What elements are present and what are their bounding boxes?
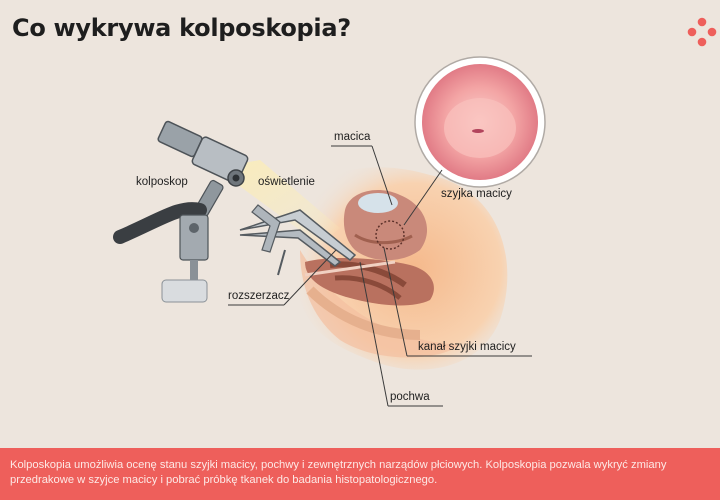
colposcopy-diagram [113,56,546,407]
red-dots-logo-icon [687,17,717,47]
label-pochwa: pochwa [390,391,430,403]
label-kanal-szyjki-macicy: kanał szyjki macicy [418,341,516,353]
pelvic-organs [304,258,434,340]
colposcope [113,120,249,303]
label-macica: macica [334,131,371,143]
label-kolposkop: kolposkop [136,176,188,188]
caption-text: Kolposkopia umożliwia ocenę stanu szyjki… [10,459,667,486]
page-title: Co wykrywa kolposkopia? [12,14,351,42]
label-oswietlenie: oświetlenie [258,176,315,188]
label-rozszerzacz: rozszerzacz [228,290,290,302]
cervix-marker [375,220,405,250]
cervix-magnified-view [414,56,546,188]
leader-lines [228,145,532,407]
uterus [343,190,428,261]
label-szyjka-macicy: szyjka macicy [441,188,512,200]
footer-caption: Kolposkopia umożliwia ocenę stanu szyjki… [0,448,720,500]
speculum [239,204,357,276]
